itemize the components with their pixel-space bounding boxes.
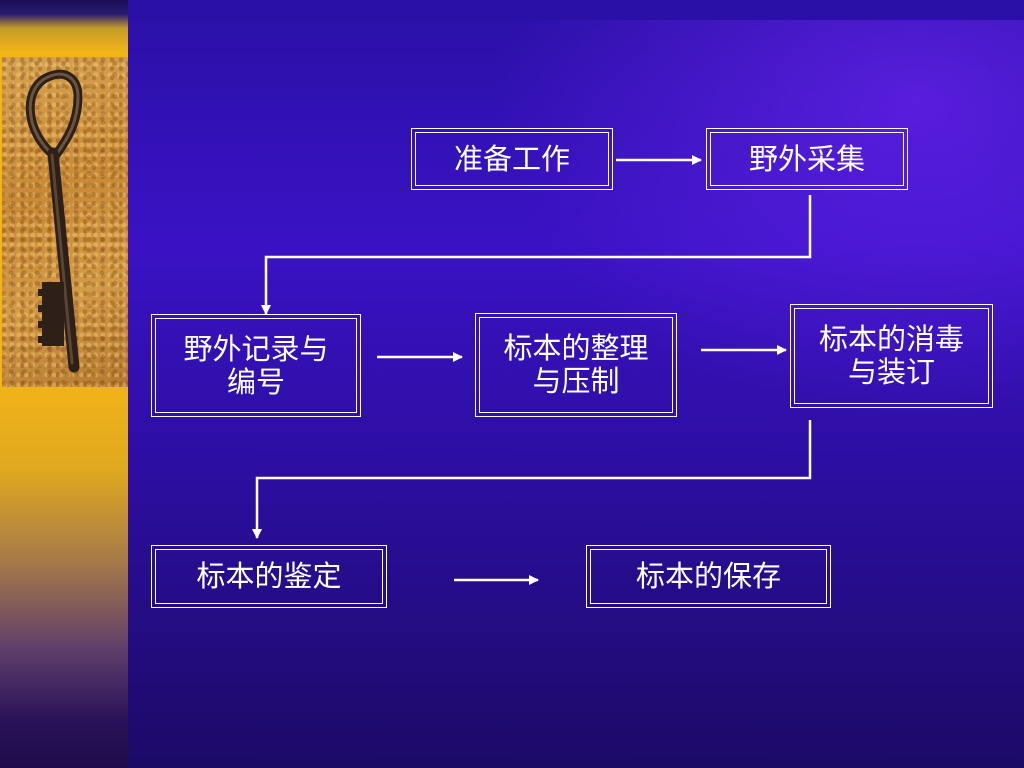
step-disinfect-mount-line2: 与装订 [847,355,935,389]
step-field-record-line1: 野外记录与 [183,331,329,366]
step-field-record-box: 野外记录与 编号 [151,314,361,417]
step-field-collect-label: 野外采集 [748,141,865,176]
step-preserve-box: 标本的保存 [586,545,831,608]
step-identify-box: 标本的鉴定 [151,545,387,608]
background-glow [488,20,1024,420]
arrow-2-3 [261,195,812,315]
step-sort-press-line2: 与压制 [532,364,620,398]
step-field-collect-box: 野外采集 [706,128,908,190]
step-disinfect-mount-box: 标本的消毒 与装订 [790,304,993,408]
step-sort-press-line1: 标本的整理 [503,331,649,365]
step-preserve-label: 标本的保存 [635,559,781,593]
step-identify-label: 标本的鉴定 [196,559,342,593]
step-disinfect-mount-line1: 标本的消毒 [818,322,964,356]
step-prepare-box: 准备工作 [411,128,613,190]
step-field-record-line2: 编号 [226,364,285,399]
step-sort-press-box: 标本的整理 与压制 [475,313,677,417]
sidebar-strip [0,0,128,768]
key-photo-icon [2,57,128,387]
step-prepare-label: 准备工作 [453,141,570,176]
arrow-5-6 [252,420,812,539]
